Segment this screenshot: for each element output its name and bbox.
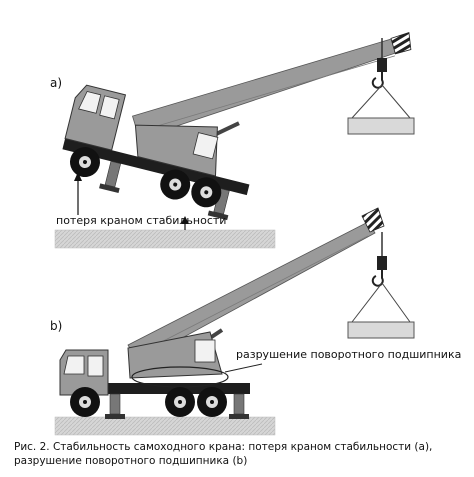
boom-tip-a bbox=[390, 32, 412, 55]
ground-b bbox=[54, 416, 276, 436]
tilted-crane bbox=[62, 32, 412, 221]
lift-arrow-left bbox=[74, 172, 82, 215]
load-b bbox=[347, 321, 415, 339]
wheel-front-b bbox=[70, 387, 100, 417]
ground-a bbox=[54, 229, 276, 249]
hook-block-a bbox=[377, 58, 387, 72]
hook-block-b bbox=[377, 256, 387, 270]
panel-b-annotation: разрушение поворотного подшипника bbox=[236, 348, 461, 361]
lift-arrow-right bbox=[181, 216, 189, 230]
wheel-front-a bbox=[69, 147, 100, 178]
wheel-rear-b bbox=[165, 387, 195, 417]
hook-a bbox=[371, 72, 384, 89]
panel-b: b) разрушение поворотного подшипника bbox=[50, 207, 461, 436]
bearing-leader-line bbox=[224, 363, 263, 373]
panel-b-label: b) bbox=[50, 319, 62, 333]
load-a bbox=[347, 117, 415, 135]
panel-a: a) bbox=[50, 32, 415, 249]
chassis-b bbox=[60, 383, 250, 394]
wheel-rear-a bbox=[160, 169, 191, 200]
caption-line-1: Рис. 2. Стабильность самоходного крана: … bbox=[14, 441, 433, 453]
boom-tip-b bbox=[361, 207, 385, 233]
wheel-rear2-b bbox=[197, 387, 227, 417]
caption-line-2: разрушение поворотного подшипника (b) bbox=[14, 455, 248, 467]
wheel-rear2-a bbox=[191, 177, 222, 208]
figure-caption: Рис. 2. Стабильность самоходного крана: … bbox=[14, 440, 464, 468]
panel-a-annotation: потеря краном стабильности bbox=[56, 214, 226, 227]
hook-b bbox=[371, 270, 384, 287]
panel-a-label: a) bbox=[50, 76, 62, 90]
